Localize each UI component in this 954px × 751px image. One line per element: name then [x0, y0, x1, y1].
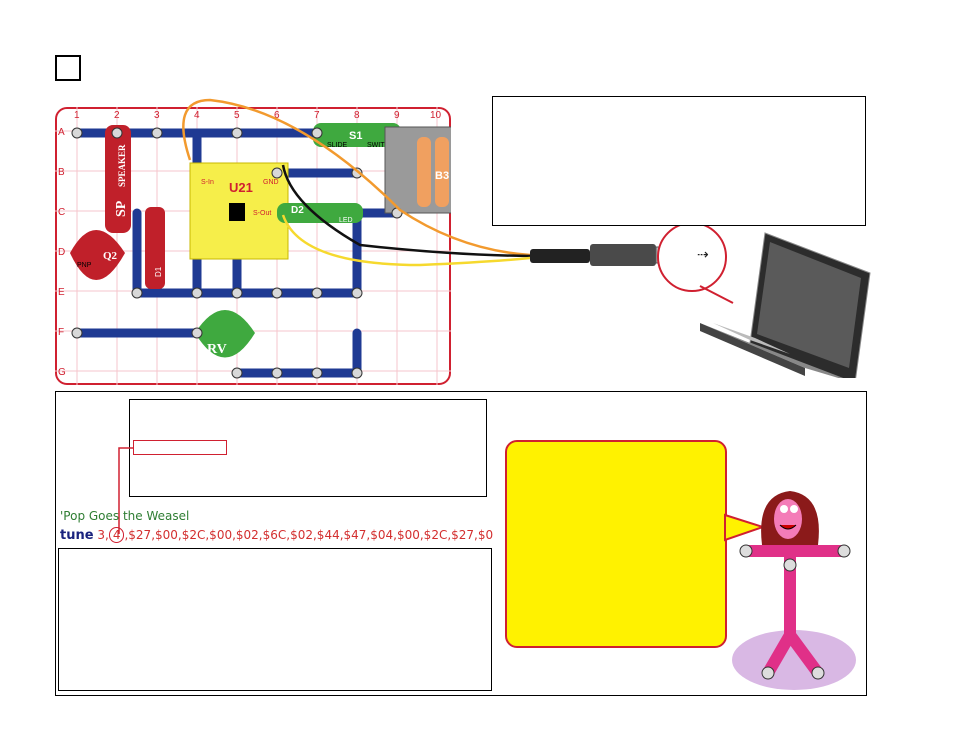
usb-icon: ⇢: [697, 246, 709, 262]
speaker-component: SP SPEAKER: [105, 125, 131, 233]
instruction-box-top: [492, 96, 866, 226]
speaker-label: SPEAKER: [117, 144, 127, 187]
circuit-grid-board: 1 2 3 4 5 6 7 8 9 10 A B C D E F G: [55, 107, 451, 385]
rv-potentiometer: RV: [195, 310, 255, 358]
col-num: 5: [234, 110, 240, 121]
col-num: 9: [394, 110, 400, 121]
circuit-diagram: 1 2 3 4 5 6 7 8 9 10 A B C D E F G: [55, 107, 451, 385]
row-letter: C: [58, 207, 65, 218]
d1-diode: D1: [145, 207, 165, 289]
gnd-label: GND: [263, 179, 279, 186]
tip-note-bubble: [505, 440, 727, 648]
s1-label: S1: [349, 130, 362, 142]
highlight-rect: [133, 440, 227, 455]
d2-label: D2: [291, 205, 304, 216]
row-letter: B: [58, 167, 65, 178]
col-num: 6: [274, 110, 280, 121]
step-number-box: [55, 55, 81, 81]
col-num: 1: [74, 110, 80, 121]
column-numbers: 1 2 3 4 5 6 7 8 9 10: [74, 110, 442, 121]
row-letters: A B C D E F G: [58, 127, 66, 378]
tune-keyword: tune: [60, 528, 94, 543]
col-num: 2: [114, 110, 120, 121]
s-in-label: S-In: [201, 179, 214, 186]
u21-module: U21 S-In GND S-Out: [189, 162, 289, 260]
tune-args-prefix: 3,: [97, 528, 109, 542]
q2-label: Q2: [103, 250, 118, 262]
row-letter: E: [58, 287, 65, 298]
col-num: 7: [314, 110, 320, 121]
snappy-mascot-icon: [732, 491, 856, 690]
tune-args-rest: ,$27,$00,$2C,$00,$02,$6C,$02,$44,$47,$04…: [124, 528, 494, 542]
b3-battery: B3: [384, 126, 451, 214]
tune-highlight-arg: 4: [108, 527, 125, 543]
col-num: 8: [354, 110, 360, 121]
b3-label: B3: [435, 170, 449, 182]
code-comment-line: 'Pop Goes the Weasel: [60, 509, 190, 523]
laptop-icon: [700, 232, 871, 378]
row-letter: F: [58, 327, 64, 338]
slide-label: SLIDE: [327, 142, 348, 149]
d2-led: D2 LED: [277, 203, 363, 224]
program-code-box: [129, 399, 487, 497]
q2-transistor: Q2 PNP: [70, 230, 125, 280]
col-num: 10: [430, 110, 442, 121]
row-letter: D: [58, 247, 65, 258]
explanation-box-bottom: [58, 548, 492, 691]
d1-label: D1: [154, 266, 163, 277]
col-num: 4: [194, 110, 200, 121]
u21-label: U21: [229, 180, 253, 195]
s-out-label: S-Out: [253, 210, 271, 217]
row-letter: A: [58, 127, 65, 138]
row-letter: G: [58, 367, 66, 378]
speaker-sp-label: SP: [114, 200, 129, 217]
code-tune-line: tune 3,4,$27,$00,$2C,$00,$02,$6C,$02,$44…: [60, 527, 493, 543]
pnp-label: PNP: [77, 262, 92, 269]
usb-port-callout: ⇢: [657, 222, 727, 292]
rv-label: RV: [207, 342, 227, 357]
col-num: 3: [154, 110, 160, 121]
led-label: LED: [339, 217, 353, 224]
